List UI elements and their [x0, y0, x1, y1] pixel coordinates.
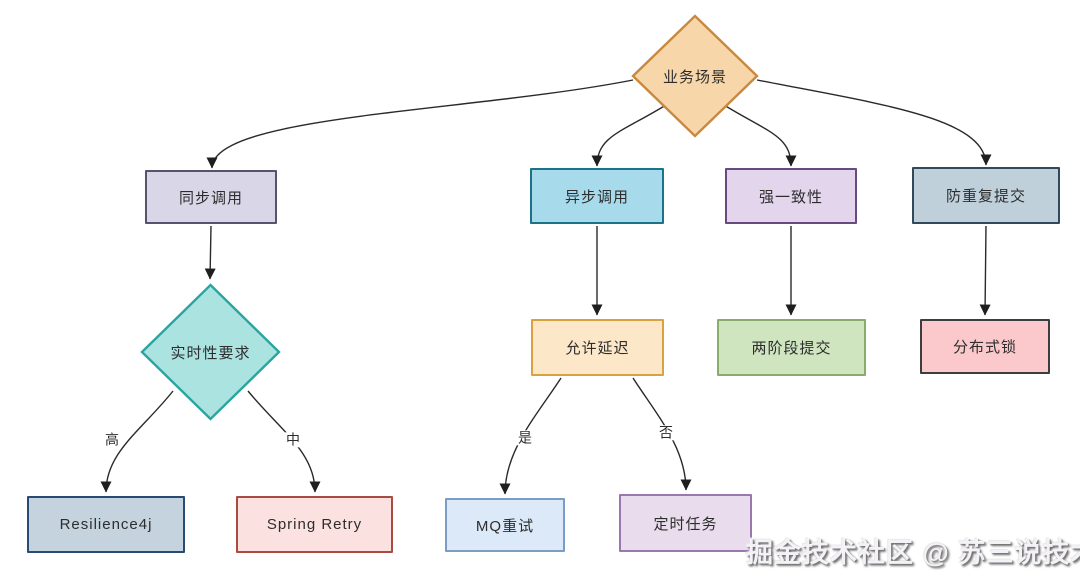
edge-label-yes: 是	[516, 429, 534, 446]
node-label: 实时性要求	[170, 344, 251, 362]
watermark: 掘金技术社区 @ 苏三说技术	[746, 538, 1080, 568]
edge-label-medium: 中	[284, 431, 302, 448]
node-scheduled-task: 定时任务	[619, 494, 752, 552]
edge-label-high: 高	[103, 431, 121, 448]
node-mq-retry: MQ重试	[445, 498, 565, 552]
node-label: 两阶段提交	[751, 340, 832, 357]
diamond-shape	[631, 14, 759, 138]
node-label: Resilience4j	[59, 516, 153, 533]
node-label: 业务场景	[662, 68, 727, 86]
node-label: 分布式锁	[952, 339, 1017, 356]
node-prevent-duplicate-submit: 防重复提交	[912, 167, 1060, 224]
edge-business-scenario-to-prevent-duplicate	[756, 79, 992, 166]
edge-prevent-duplicate-to-distributed-lock	[979, 225, 991, 316]
diamond-shape	[140, 283, 281, 421]
node-label: Spring Retry	[266, 516, 363, 533]
node-resilience4j: Resilience4j	[27, 496, 185, 553]
node-label: MQ重试	[475, 517, 535, 535]
node-spring-retry: Spring Retry	[236, 496, 393, 553]
node-allow-delay: 允许延迟	[531, 319, 664, 376]
edge-label-no: 否	[657, 424, 675, 441]
node-label: 强一致性	[758, 188, 823, 206]
node-business-scenario: 业务场景	[631, 14, 759, 138]
node-label: 防重复提交	[945, 188, 1026, 205]
node-label: 定时任务	[653, 515, 718, 533]
node-sync-call: 同步调用	[145, 170, 277, 224]
node-realtime-requirement: 实时性要求	[140, 283, 281, 421]
node-label: 允许延迟	[565, 340, 630, 357]
node-strong-consistency: 强一致性	[725, 168, 857, 224]
node-distributed-lock: 分布式锁	[920, 319, 1050, 374]
edge-sync-call-to-realtime-requirement	[204, 225, 216, 280]
edge-business-scenario-to-strong-consistency	[723, 104, 797, 167]
edge-business-scenario-to-async-call	[591, 104, 667, 167]
node-label: 同步调用	[178, 189, 243, 207]
edge-realtime-high-to-resilience4j	[100, 390, 174, 493]
node-async-call: 异步调用	[530, 168, 664, 224]
node-two-phase-commit: 两阶段提交	[717, 319, 866, 376]
edge-business-scenario-to-sync-call	[206, 79, 634, 169]
node-label: 异步调用	[564, 188, 629, 206]
